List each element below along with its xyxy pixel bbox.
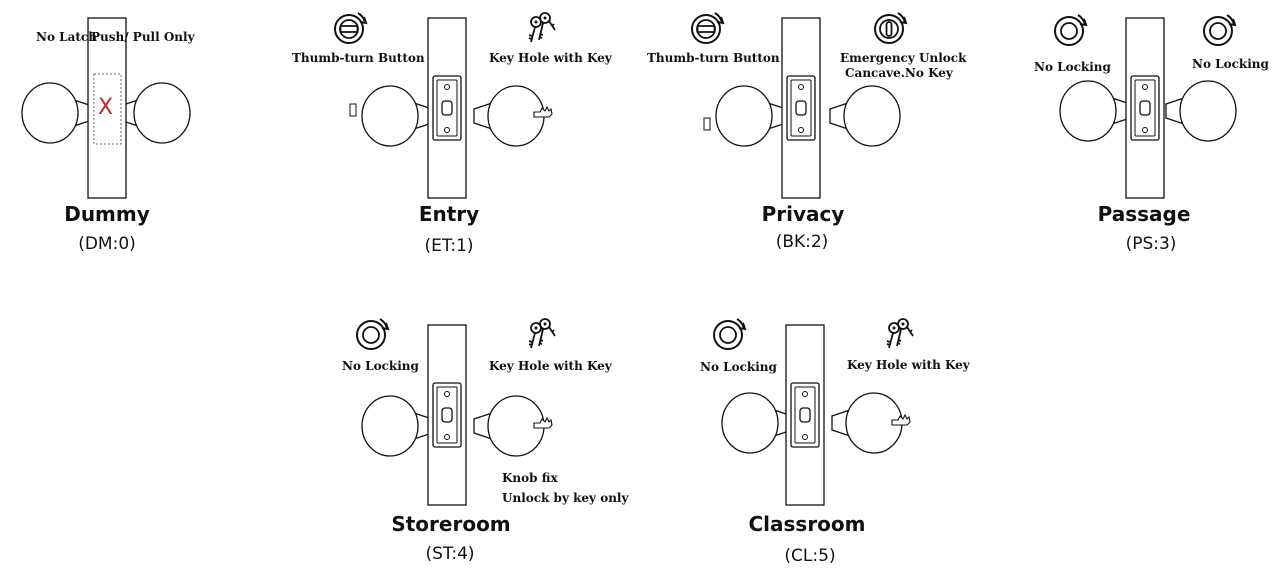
classroom-left-label: No Locking [700,360,777,374]
storeroom-right-label: Key Hole with Key [489,359,612,373]
privacy-code: (BK:2) [775,232,829,252]
dummy-lock [21,17,191,199]
passage-title: Passage [1097,202,1191,226]
classroom-code: (CL:5) [784,546,836,566]
entry-code: (ET:1) [424,236,474,256]
push-pull-label: Push/ Pull Only [91,30,195,44]
storeroom-note-1: Knob fix [502,471,558,485]
storeroom-left-label: No Locking [342,359,419,373]
storeroom-note-2: Unlock by key only [502,491,629,505]
dummy-code: (DM:0) [78,234,136,254]
storeroom-title: Storeroom [391,512,511,536]
passage-left-label: No Locking [1034,60,1111,74]
privacy-lock [691,12,907,199]
privacy-right-label-1: Emergency Unlock [840,51,967,65]
thumb-turn-icon [334,12,367,44]
storeroom-code: (ST:4) [425,544,475,564]
entry-right-label: Key Hole with Key [489,51,612,65]
dummy-title: Dummy [64,202,150,226]
thumb-turn-icon-privacy [691,12,724,44]
classroom-right-label: Key Hole with Key [847,358,970,372]
rotate-icon-right [1203,14,1236,46]
rotate-icon-classroom [713,318,746,350]
rotate-icon [1054,14,1087,46]
classroom-title: Classroom [748,512,866,536]
no-latch-mark: X [98,95,114,120]
passage-code: (PS:3) [1125,234,1177,254]
entry-title: Entry [418,202,480,226]
key-icon [528,12,556,43]
entry-lock [334,12,556,199]
privacy-right-label-2: Cancave.No Key [845,66,953,80]
passage-lock [1054,14,1237,199]
privacy-title: Privacy [761,202,845,226]
entry-left-label: Thumb-turn Button [292,51,425,65]
key-icon-storeroom [528,318,556,349]
privacy-left-label: Thumb-turn Button [647,51,780,65]
classroom-lock [713,318,914,506]
emergency-unlock-icon [874,12,907,44]
key-icon-classroom [886,318,914,349]
passage-right-label: No Locking [1192,57,1269,71]
no-latch-label: No Latch [36,30,97,44]
rotate-icon-storeroom [356,318,389,350]
